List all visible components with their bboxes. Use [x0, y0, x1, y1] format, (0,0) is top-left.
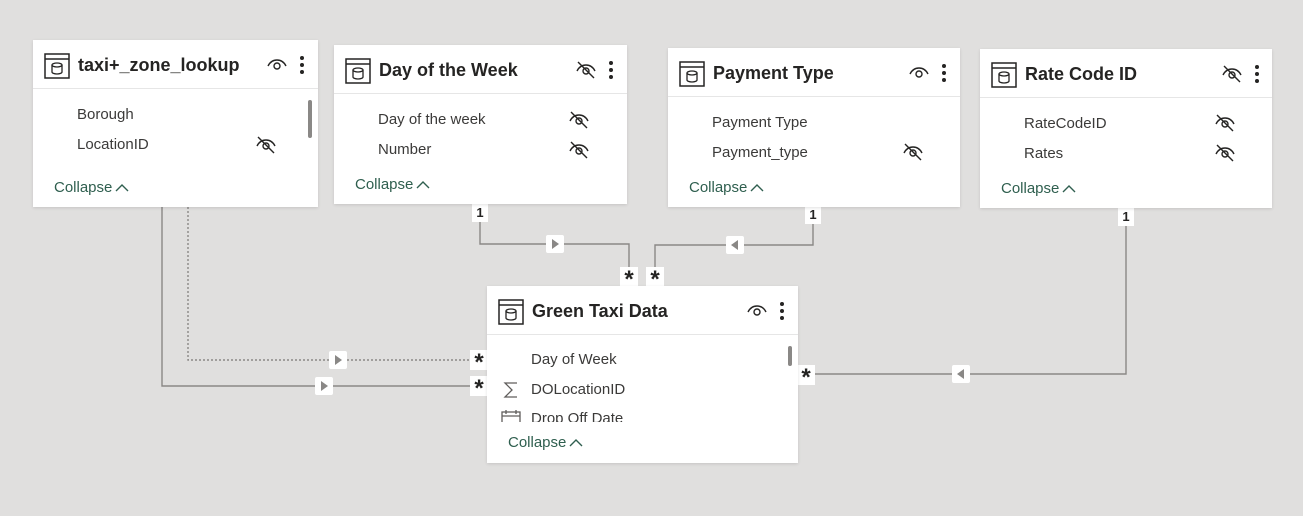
- calendar-icon: [501, 410, 521, 422]
- chevron-up-icon: [1062, 185, 1076, 193]
- relationship-line-zone-dotted: [187, 207, 472, 361]
- field-rates[interactable]: Rates: [1024, 145, 1064, 162]
- field-day-of-week[interactable]: Day of Week: [531, 351, 617, 368]
- collapse-label: Collapse: [689, 179, 748, 196]
- collapse-label: Collapse: [508, 434, 567, 451]
- table-card-header[interactable]: Day of the Week: [334, 45, 627, 94]
- table-title: Day of the Week: [379, 60, 518, 80]
- field-payment-type-code[interactable]: Payment_type: [712, 144, 808, 161]
- eye-slash-icon[interactable]: [1214, 143, 1236, 163]
- collapse-button[interactable]: Collapse: [355, 175, 430, 195]
- collapse-label: Collapse: [54, 179, 113, 196]
- cardinality-one-rate-code: 1: [1118, 208, 1134, 226]
- table-title: Green Taxi Data: [532, 301, 668, 321]
- table-title: Payment Type: [713, 63, 834, 83]
- table-card-header[interactable]: Rate Code ID: [980, 49, 1272, 98]
- field-list[interactable]: Day of Week DOLocationID Drop Off Date: [487, 342, 787, 422]
- eye-icon[interactable]: [266, 55, 288, 75]
- table-icon: [44, 53, 70, 79]
- relationship-line-rate-code: [814, 226, 1127, 375]
- cardinality-one-day-of-week: 1: [472, 204, 488, 222]
- table-icon: [991, 62, 1017, 88]
- more-options-icon[interactable]: [297, 53, 307, 77]
- filter-arrow-left-icon[interactable]: [726, 236, 744, 254]
- table-card-header[interactable]: taxi+_zone_lookup: [33, 40, 318, 89]
- eye-slash-icon[interactable]: [902, 142, 924, 162]
- table-card-day-of-the-week[interactable]: Day of the Week Day of the week Number C…: [334, 45, 627, 204]
- collapse-button[interactable]: Collapse: [689, 178, 764, 198]
- table-card-green-taxi-data[interactable]: Green Taxi Data Day of Week DOLocationID…: [487, 286, 798, 463]
- table-title: Rate Code ID: [1025, 64, 1138, 84]
- eye-slash-icon[interactable]: [1221, 64, 1243, 84]
- table-card-rate-code-id[interactable]: Rate Code ID RateCodeID Rates Collapse: [980, 49, 1272, 208]
- eye-slash-icon[interactable]: [255, 135, 277, 155]
- field-do-location-id[interactable]: DOLocationID: [531, 381, 626, 398]
- cardinality-many-zone-dotted: *: [470, 350, 488, 370]
- collapse-button[interactable]: Collapse: [1001, 179, 1076, 199]
- field-drop-off-date[interactable]: Drop Off Date: [531, 410, 624, 422]
- eye-slash-icon[interactable]: [568, 140, 590, 160]
- collapse-button[interactable]: Collapse: [508, 433, 583, 453]
- table-title: taxi+_zone_lookup: [78, 55, 240, 75]
- eye-slash-icon[interactable]: [575, 60, 597, 80]
- table-card-payment-type[interactable]: Payment Type Payment Type Payment_type C…: [668, 48, 960, 207]
- collapse-label: Collapse: [355, 176, 414, 193]
- chevron-up-icon: [569, 439, 583, 447]
- filter-arrow-right-icon[interactable]: [315, 377, 333, 395]
- filter-arrow-right-icon[interactable]: [546, 235, 564, 253]
- scrollbar[interactable]: [308, 100, 312, 138]
- eye-slash-icon[interactable]: [1214, 113, 1236, 133]
- field-payment-type[interactable]: Payment Type: [712, 114, 808, 131]
- field-location-id[interactable]: LocationID: [77, 136, 149, 153]
- table-icon: [679, 61, 705, 87]
- scrollbar[interactable]: [788, 346, 792, 366]
- table-card-taxi-zone-lookup[interactable]: taxi+_zone_lookup Borough LocationID Col…: [33, 40, 318, 207]
- chevron-up-icon: [416, 181, 430, 189]
- more-options-icon[interactable]: [777, 299, 787, 323]
- filter-arrow-left-icon[interactable]: [952, 365, 970, 383]
- table-icon: [498, 299, 524, 325]
- collapse-label: Collapse: [1001, 180, 1060, 197]
- table-card-header[interactable]: Payment Type: [668, 48, 960, 97]
- chevron-up-icon: [115, 184, 129, 192]
- more-options-icon[interactable]: [939, 61, 949, 85]
- field-borough[interactable]: Borough: [77, 106, 134, 123]
- chevron-up-icon: [750, 184, 764, 192]
- field-day-of-the-week[interactable]: Day of the week: [378, 111, 486, 128]
- relationship-line-zone-solid: [161, 207, 472, 387]
- eye-icon[interactable]: [746, 301, 768, 321]
- field-rate-code-id[interactable]: RateCodeID: [1024, 115, 1107, 132]
- collapse-button[interactable]: Collapse: [54, 178, 129, 198]
- cardinality-many-day-of-week: *: [620, 267, 638, 287]
- cardinality-many-rate-code: *: [797, 365, 815, 385]
- table-card-header[interactable]: Green Taxi Data: [487, 286, 798, 335]
- sigma-icon: [503, 382, 517, 398]
- cardinality-many-zone-solid: *: [470, 376, 488, 396]
- more-options-icon[interactable]: [606, 58, 616, 82]
- eye-icon[interactable]: [908, 63, 930, 83]
- filter-arrow-right-icon[interactable]: [329, 351, 347, 369]
- field-number[interactable]: Number: [378, 141, 432, 158]
- eye-slash-icon[interactable]: [568, 110, 590, 130]
- more-options-icon[interactable]: [1252, 62, 1262, 86]
- cardinality-one-payment-type: 1: [805, 206, 821, 224]
- cardinality-many-payment-type: *: [646, 267, 664, 287]
- table-icon: [345, 58, 371, 84]
